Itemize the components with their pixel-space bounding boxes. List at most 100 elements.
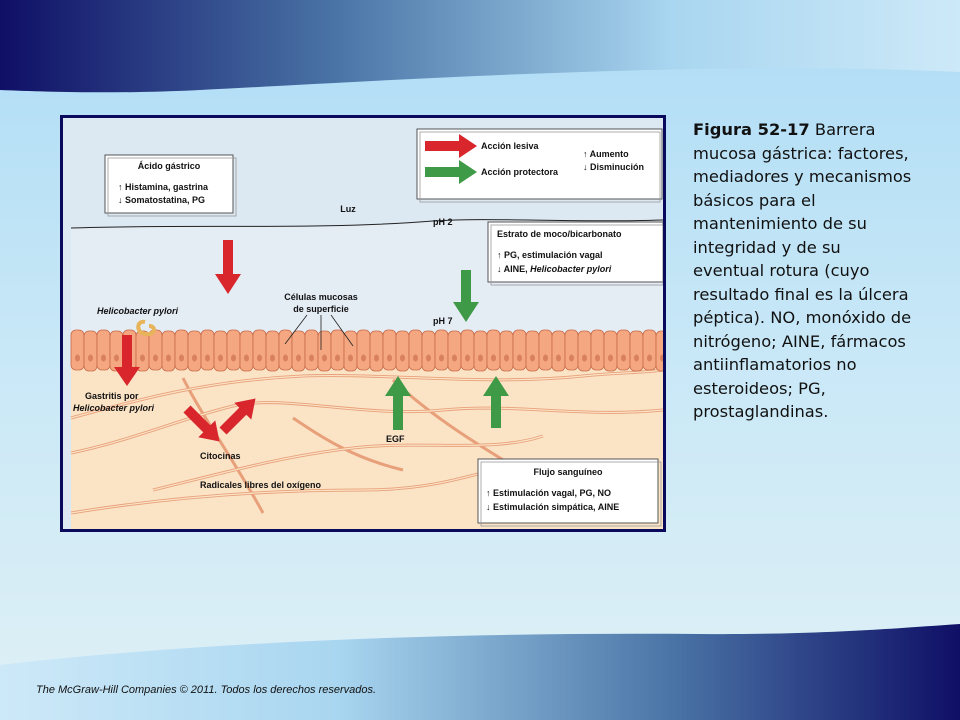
epithelial-cell: [538, 329, 553, 371]
epithelial-cell: [109, 330, 124, 372]
cell-nucleus: [504, 354, 509, 362]
epithelial-cell: [486, 329, 501, 371]
epithelial-cell: [265, 330, 280, 372]
cell-nucleus: [179, 354, 184, 362]
legend-red-arrow-icon: [425, 134, 477, 158]
cell-nucleus: [530, 354, 535, 362]
epithelial-cell: [226, 329, 241, 371]
gastritis-label-2: Helicobacter pylori: [73, 403, 155, 413]
cell-nucleus: [517, 354, 522, 362]
acido-line-1: ↑ Histamina, gastrina: [118, 182, 209, 192]
cell-nucleus: [257, 354, 262, 362]
cell-nucleus: [283, 354, 288, 362]
cell-nucleus: [231, 354, 236, 362]
red-arrow-citocinas-down-icon: [183, 405, 220, 442]
epithelial-cell: [330, 329, 345, 371]
cell-nucleus: [621, 354, 626, 362]
epithelial-cell: [174, 329, 189, 371]
cell-nucleus: [647, 354, 652, 362]
legend-aumento: ↑ Aumento: [583, 149, 629, 159]
red-arrow-acid-icon: [215, 240, 241, 294]
epithelial-cell: [369, 330, 384, 372]
epithelial-cell: [629, 330, 644, 372]
epithelial-cell: [395, 330, 410, 372]
epithelial-cell: [382, 329, 397, 371]
legend-protectora: Acción protectora: [481, 167, 559, 177]
epithelial-cell: [460, 329, 475, 371]
cell-nucleus: [75, 354, 80, 362]
epithelial-cell: [317, 330, 332, 372]
epithelial-cell: [213, 330, 228, 372]
epithelial-cell: [343, 330, 358, 372]
estrato-box: Estrato de moco/bicarbonato ↑ PG, estimu…: [487, 221, 663, 286]
caption-text: Barrera mucosa gástrica: factores, media…: [693, 120, 912, 421]
epithelial-cell: [551, 330, 566, 372]
cell-nucleus: [426, 354, 431, 362]
cell-nucleus: [296, 354, 301, 362]
citocinas-label: Citocinas: [200, 451, 241, 461]
epithelial-cell: [135, 330, 150, 372]
cell-nucleus: [374, 354, 379, 362]
epithelial-cell: [447, 330, 462, 372]
cell-nucleus: [608, 354, 613, 362]
cell-nucleus: [387, 354, 392, 362]
flujo-line-1: ↑ Estimulación vagal, PG, NO: [486, 488, 611, 498]
figure-caption: Figura 52-17 Barrera mucosa gástrica: fa…: [693, 118, 913, 424]
epithelial-cell: [590, 329, 605, 371]
legend-disminucion: ↓ Disminución: [583, 162, 644, 172]
cell-nucleus: [348, 354, 353, 362]
cell-nucleus: [634, 354, 639, 362]
epithelial-cell: [161, 330, 176, 372]
radicales-label: Radicales libres del oxígeno: [200, 480, 322, 490]
caption-figure-number: Figura 52-17: [693, 120, 810, 139]
celulas-label-2: de superficie: [293, 304, 349, 314]
celulas-pointer-lines: [284, 314, 354, 350]
cell-nucleus: [400, 354, 405, 362]
cell-nucleus: [166, 354, 171, 362]
surface-mucous-cells: [70, 329, 663, 372]
epithelial-cell: [603, 330, 618, 372]
legend-box: Acción lesiva Acción protectora ↑ Aument…: [416, 128, 663, 203]
celulas-label-1: Células mucosas: [284, 292, 358, 302]
green-arrow-estrato-icon: [453, 270, 479, 322]
copyright-footer: The McGraw-Hill Companies © 2011. Todos …: [36, 684, 377, 696]
red-arrow-hpylori-icon: [114, 335, 140, 386]
epithelial-cell: [278, 329, 293, 371]
estrato-line-2: ↓ AINE, Helicobacter pylori: [497, 264, 612, 274]
acido-line-2: ↓ Somatostatina, PG: [118, 195, 205, 205]
estrato-title: Estrato de moco/bicarbonato: [497, 229, 622, 239]
cell-nucleus: [88, 354, 93, 362]
ph2-label: pH 2: [433, 217, 453, 227]
cell-nucleus: [192, 354, 197, 362]
epithelial-cell: [616, 329, 631, 371]
epithelial-cell: [421, 330, 436, 372]
cell-nucleus: [569, 354, 574, 362]
luz-label: Luz: [340, 204, 356, 214]
epithelial-cell: [252, 329, 267, 371]
cell-nucleus: [556, 354, 561, 362]
cell-nucleus: [114, 354, 119, 362]
acido-gastrico-box: Ácido gástrico ↑ Histamina, gastrina ↓ S…: [104, 154, 237, 217]
epithelial-cell: [200, 329, 215, 371]
cell-nucleus: [361, 354, 366, 362]
epithelial-cell: [70, 329, 85, 371]
cell-nucleus: [309, 354, 314, 362]
gastric-barrier-figure: Ácido gástrico ↑ Histamina, gastrina ↓ S…: [60, 115, 666, 532]
cell-nucleus: [244, 354, 249, 362]
legend-green-arrow-icon: [425, 160, 477, 184]
cell-nucleus: [413, 354, 418, 362]
cell-nucleus: [439, 354, 444, 362]
egf-label: EGF: [386, 434, 405, 444]
cell-nucleus: [140, 354, 145, 362]
cell-nucleus: [153, 354, 158, 362]
epithelial-cell: [473, 330, 488, 372]
cell-nucleus: [218, 354, 223, 362]
flujo-line-2: ↓ Estimulación simpática, AINE: [486, 502, 619, 512]
cell-nucleus: [491, 354, 496, 362]
green-arrow-flujo-icon: [483, 376, 509, 428]
epithelial-cell: [564, 329, 579, 371]
epithelial-cell: [356, 329, 371, 371]
gastric-barrier-diagram: Ácido gástrico ↑ Histamina, gastrina ↓ S…: [63, 118, 663, 529]
cell-nucleus: [595, 354, 600, 362]
flujo-title: Flujo sanguíneo: [534, 467, 604, 477]
